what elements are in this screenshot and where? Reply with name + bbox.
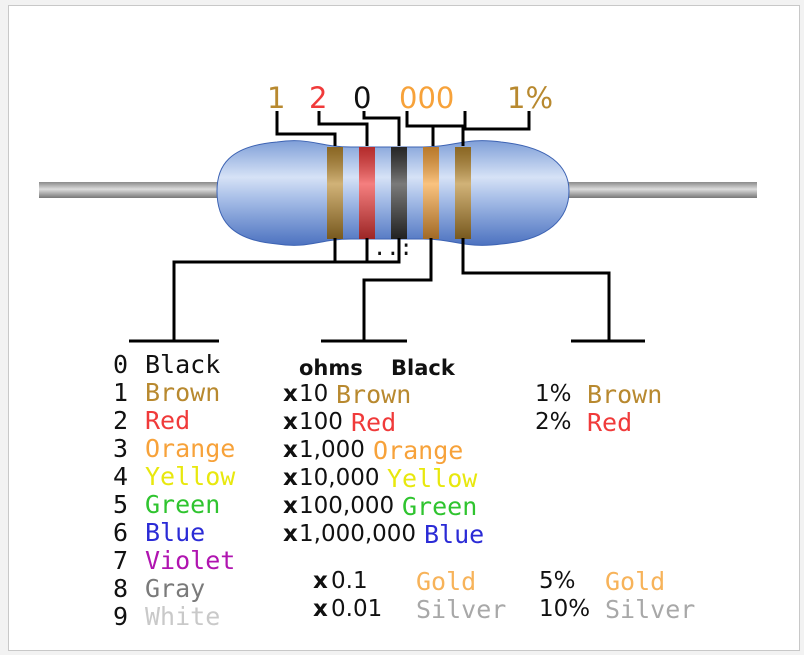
digit-number: 1 [113, 378, 129, 407]
connector-tolerance-column [461, 238, 611, 341]
band-2-red-shade [359, 147, 375, 239]
digit-color-name: Yellow [145, 462, 236, 491]
digit-color-name: Orange [145, 434, 236, 463]
bottom-connectors [129, 238, 645, 343]
multiplier-x: x [283, 437, 298, 463]
multiplier-value: 10 [299, 381, 329, 407]
connector-digits-column [172, 238, 401, 341]
band-3-black-shade [391, 147, 407, 239]
multiplier-value: 1,000,000 [299, 521, 417, 547]
digit-number: 5 [113, 490, 129, 519]
multiplier-x: x [283, 465, 298, 491]
digit-number: 3 [113, 434, 129, 463]
header-digit-3: 0 [353, 81, 372, 115]
multiplier-color-name: Gold [416, 567, 477, 596]
top-connectors [275, 111, 531, 146]
multiplier-value: 0.1 [331, 568, 368, 594]
band-4-orange-shade [423, 147, 439, 239]
multiplier-color-name: Brown [336, 380, 412, 409]
connector-multiplier [405, 111, 467, 128]
multiplier-x: x [283, 409, 298, 435]
digit-number: 9 [113, 602, 129, 631]
tolerance-color-name: Gold [605, 567, 666, 596]
multiplier-color-name: Silver [416, 595, 507, 624]
digit-color-name: Violet [145, 546, 236, 575]
connector-digit2 [317, 111, 369, 146]
multiplier-color-name: Blue [424, 520, 485, 549]
multiplier-x: x [283, 521, 298, 547]
multiplier-value: 1,000 [299, 437, 365, 463]
multiplier-value: 0.01 [331, 596, 383, 622]
tolerance-percent: 2% [535, 409, 572, 435]
tolerance-color-name: Silver [605, 595, 696, 624]
digit-number: 4 [113, 462, 129, 491]
digit-color-name: Brown [145, 378, 221, 407]
header-zeros: 000 [399, 81, 455, 115]
multiplier-color-name: Yellow [387, 464, 478, 493]
digit-color-name: Blue [145, 518, 206, 547]
header-digit-2: 2 [309, 81, 328, 115]
tolerance-color-name: Red [587, 408, 633, 437]
multiplier-value: 100,000 [299, 493, 395, 519]
connector-digit3 [362, 111, 401, 146]
multiplier-value: 100 [299, 409, 343, 435]
connector-digit1 [275, 111, 337, 146]
multiplier-heading-black: Black [391, 356, 455, 380]
tolerance-color-name: Brown [587, 380, 663, 409]
body-dots: ..: [373, 236, 413, 261]
digit-number: 6 [113, 518, 129, 547]
digit-color-name: Red [145, 406, 191, 435]
tolerance-percent: 5% [539, 568, 576, 594]
band-1-brown-shade [327, 147, 343, 239]
connector-multiplier-column [362, 238, 433, 341]
tolerance-percent: 10% [539, 596, 591, 622]
multiplier-heading-ohms: ohms [299, 356, 363, 380]
digit-color-name: White [145, 602, 221, 631]
digit-color-name: Gray [145, 574, 206, 603]
digit-number: 2 [113, 406, 129, 435]
digit-number: 0 [113, 350, 129, 379]
digit-number: 8 [113, 574, 129, 603]
multiplier-x: x [313, 596, 328, 622]
multiplier-x: x [283, 381, 298, 407]
multiplier-color-name: Orange [373, 436, 464, 465]
multiplier-x: x [283, 493, 298, 519]
multiplier-color-name: Red [351, 408, 397, 437]
color-bands [327, 147, 471, 239]
header-digit-1: 1 [267, 81, 286, 115]
tolerance-percent: 1% [535, 381, 572, 407]
digit-color-name: Green [145, 490, 221, 519]
connector-tolerance [461, 111, 531, 146]
multiplier-value: 10,000 [299, 465, 380, 491]
multiplier-color-name: Green [402, 492, 478, 521]
resistor-diagram [39, 111, 757, 343]
header-tolerance: 1% [507, 81, 554, 115]
digit-color-name: Black [145, 350, 221, 379]
band-5-brown-shade [455, 147, 471, 239]
digit-number: 7 [113, 546, 129, 575]
multiplier-x: x [313, 568, 328, 594]
